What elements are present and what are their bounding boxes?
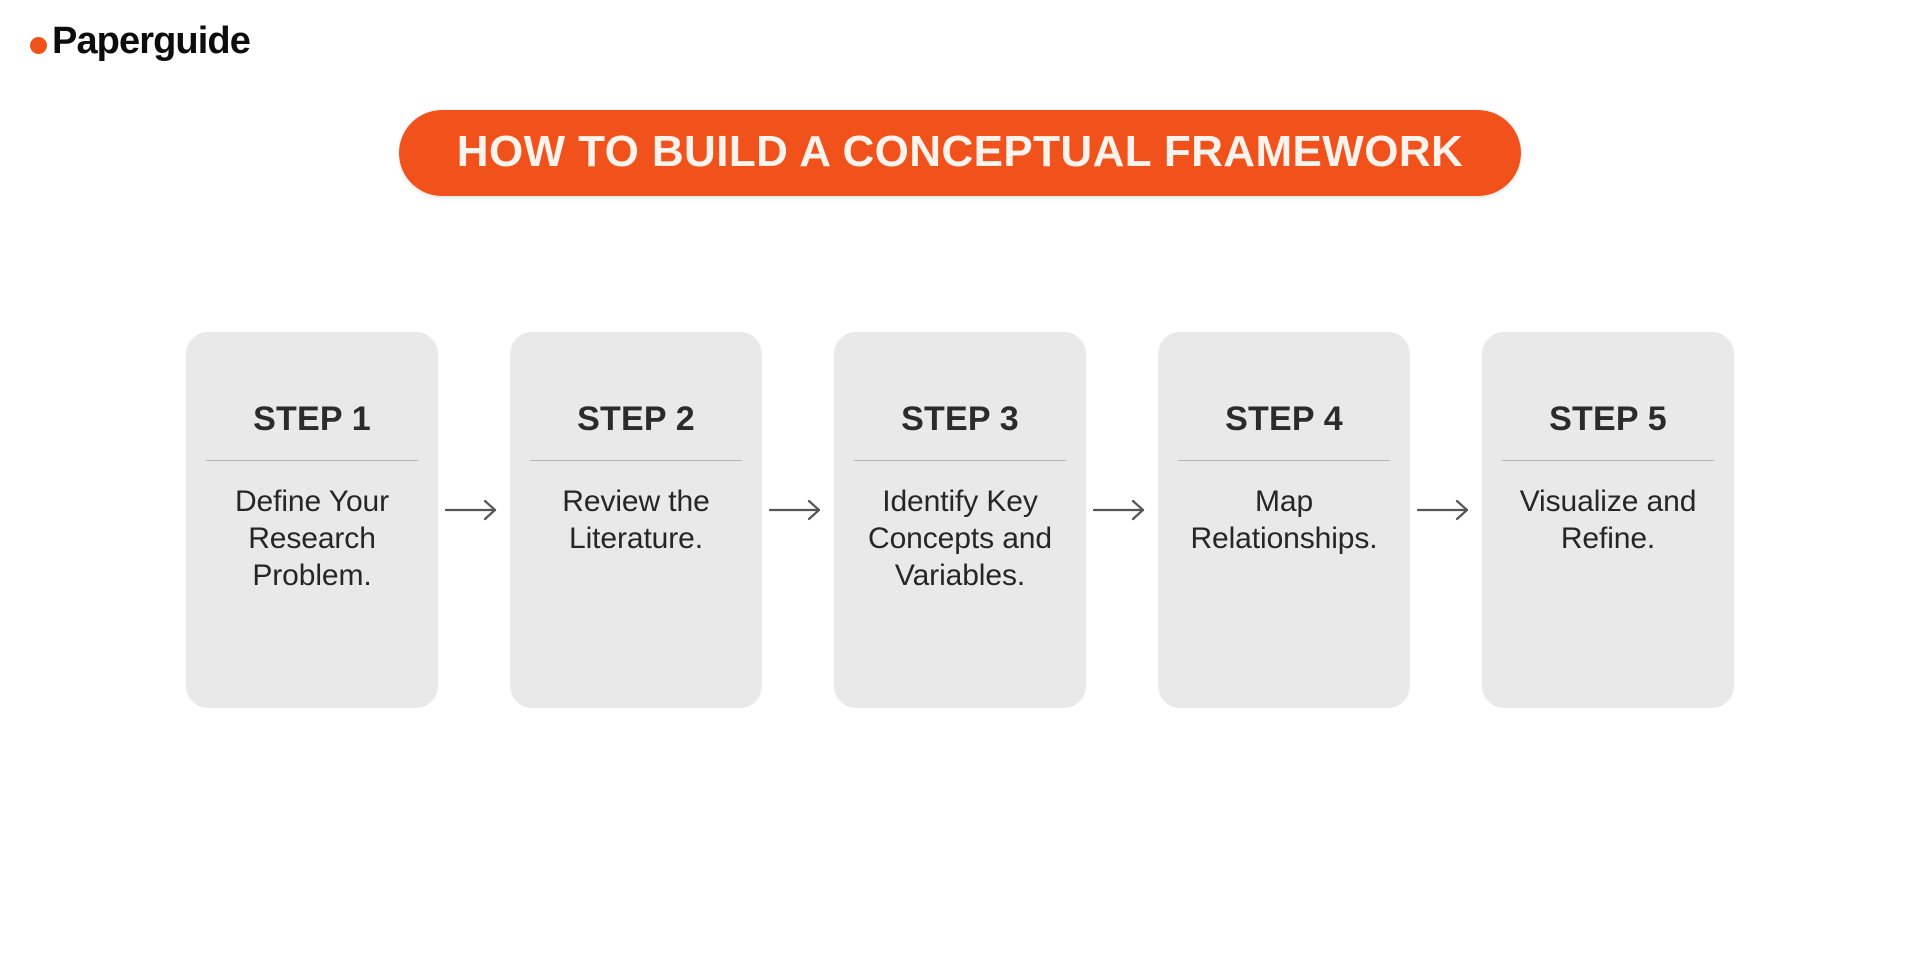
divider xyxy=(1502,460,1714,461)
divider xyxy=(1178,460,1390,461)
dot-icon xyxy=(30,37,47,54)
arrow-right-icon xyxy=(438,332,510,708)
brand-logo[interactable]: Paperguide xyxy=(30,20,251,62)
title-banner: HOW TO BUILD A CONCEPTUAL FRAMEWORK xyxy=(398,110,1522,197)
step-heading: STEP 3 xyxy=(901,400,1019,438)
step-card-3[interactable]: STEP 3 Identify Key Concepts and Variabl… xyxy=(834,332,1086,708)
divider xyxy=(530,460,742,461)
arrow-right-icon xyxy=(762,332,834,708)
brand-name: Paperguide xyxy=(52,20,251,62)
step-card-1[interactable]: STEP 1 Define Your Research Problem. xyxy=(186,332,438,708)
step-card-4[interactable]: STEP 4 Map Relationships. xyxy=(1158,332,1410,708)
step-heading: STEP 2 xyxy=(577,400,695,438)
step-description: Visualize and Refine. xyxy=(1519,485,1697,556)
step-description: Review the Literature. xyxy=(562,485,710,556)
step-description: Map Relationships. xyxy=(1190,485,1378,556)
arrow-right-icon xyxy=(1410,332,1482,708)
step-card-2[interactable]: STEP 2 Review the Literature. xyxy=(510,332,762,708)
step-card-5[interactable]: STEP 5 Visualize and Refine. xyxy=(1482,332,1734,708)
steps-row: STEP 1 Define Your Research Problem. STE… xyxy=(0,332,1920,708)
divider xyxy=(854,460,1066,461)
step-description: Identify Key Concepts and Variables. xyxy=(868,485,1052,593)
step-heading: STEP 5 xyxy=(1549,400,1667,438)
arrow-right-icon xyxy=(1086,332,1158,708)
step-description: Define Your Research Problem. xyxy=(234,485,390,593)
title-banner-container: HOW TO BUILD A CONCEPTUAL FRAMEWORK xyxy=(0,110,1920,197)
step-heading: STEP 1 xyxy=(253,400,371,438)
page-title: HOW TO BUILD A CONCEPTUAL FRAMEWORK xyxy=(456,127,1464,176)
divider xyxy=(206,460,418,461)
step-heading: STEP 4 xyxy=(1225,400,1343,438)
